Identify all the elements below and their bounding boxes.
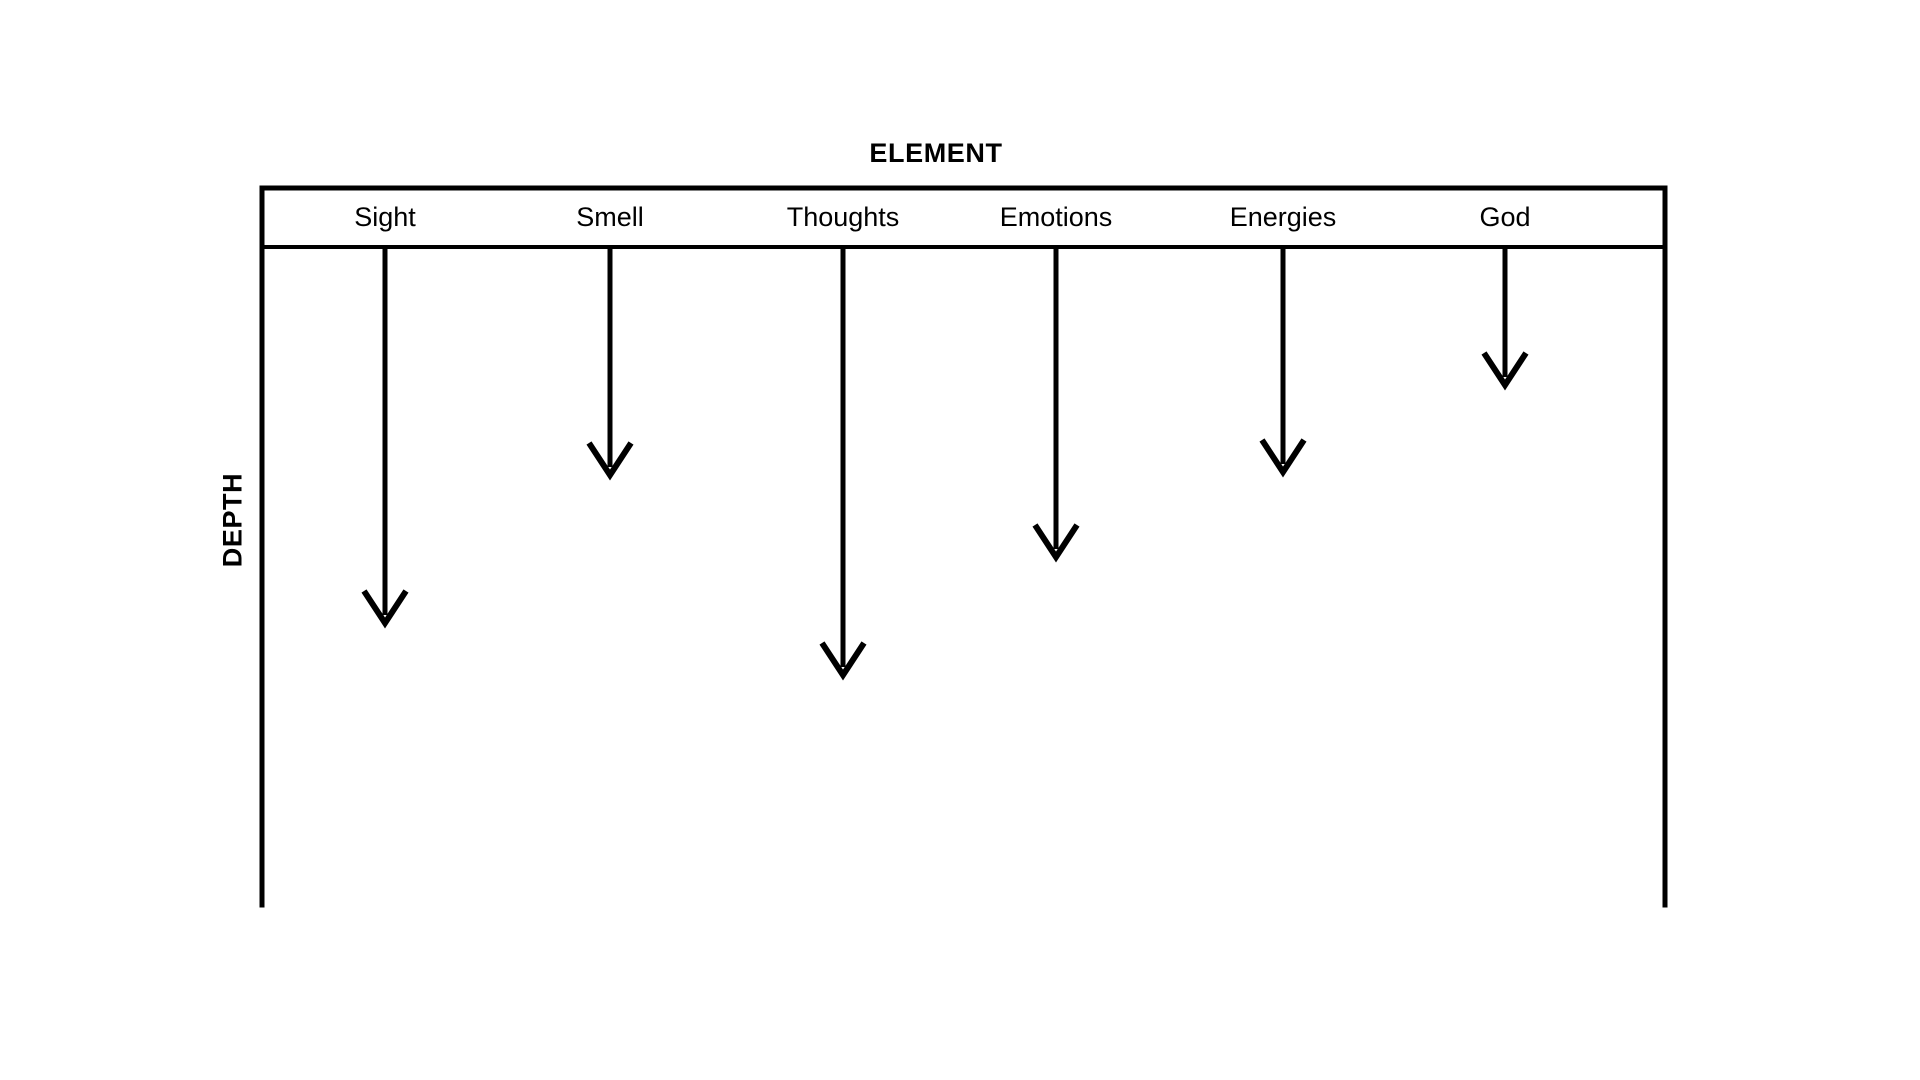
column-label-energies[interactable]: Energies [1229,202,1337,232]
arrowhead-icon-emotions [1032,523,1080,563]
arrowhead-icon-god [1481,351,1529,391]
column-label-smell[interactable]: Smell [576,202,644,232]
column-label-sight[interactable]: Sight [354,202,416,232]
page-title: ELEMENT [869,138,1003,168]
depth-arrows-group [361,247,1529,681]
arrowhead-icon-energies [1259,438,1307,478]
column-label-thoughts[interactable]: Thoughts [786,202,900,232]
arrowhead-icon-sight [361,589,409,629]
column-label-god[interactable]: God [1479,202,1531,232]
column-label-emotions[interactable]: Emotions [999,202,1113,232]
arrowhead-icon-thoughts [819,641,867,681]
arrowhead-icon-smell [586,441,634,481]
